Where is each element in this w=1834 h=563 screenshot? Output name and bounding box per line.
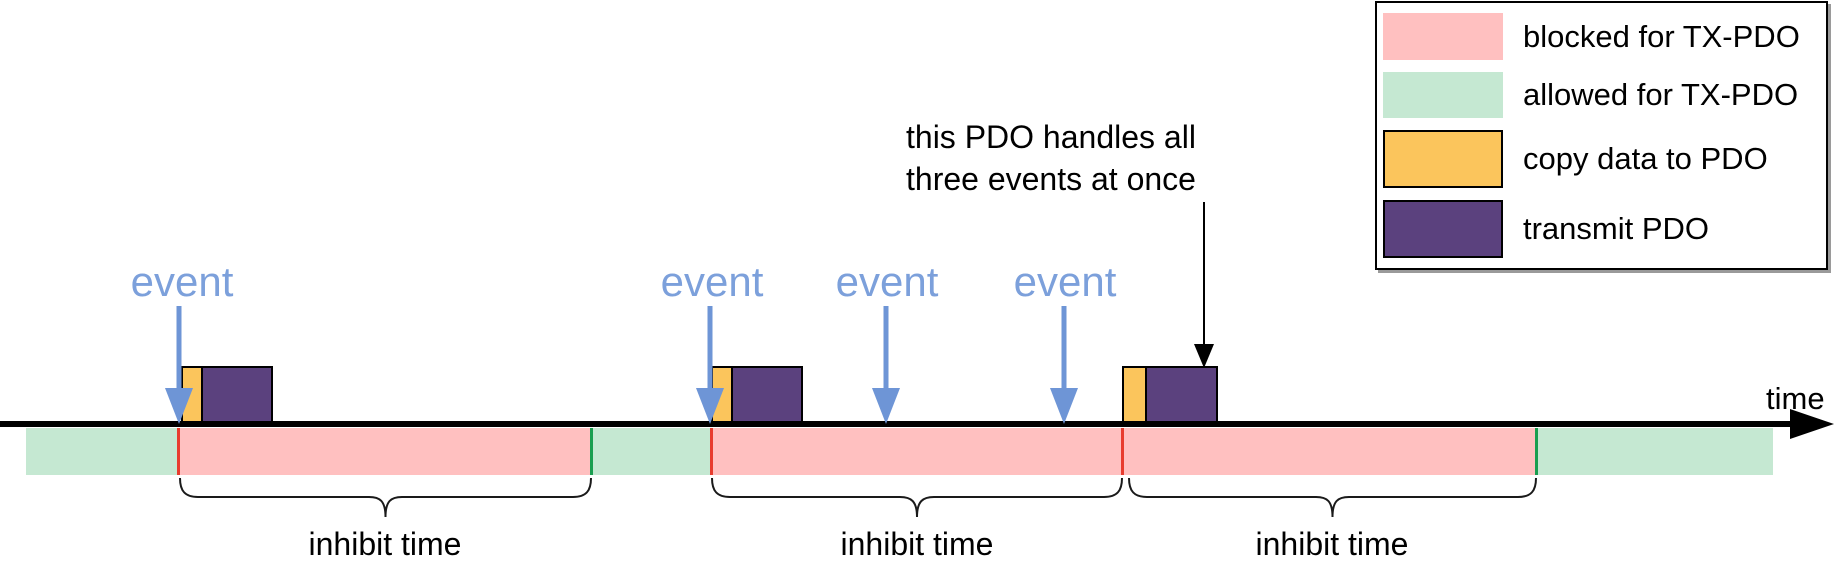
legend-swatch-allowed bbox=[1383, 72, 1503, 118]
event-arrow-head-icon-4 bbox=[1050, 388, 1078, 424]
time-axis-arrowhead-icon bbox=[1790, 409, 1834, 439]
event-label-4: event bbox=[1013, 258, 1117, 305]
legend-swatch-blocked bbox=[1383, 13, 1503, 60]
legend-box: blocked for TX-PDO allowed for TX-PDO co… bbox=[1375, 1, 1828, 270]
annotation-text: this PDO handles all three events at onc… bbox=[906, 116, 1196, 200]
inhibit-brace-3 bbox=[1128, 477, 1537, 518]
transmit-pdo-block-1 bbox=[201, 366, 273, 423]
inhibit-time-label-1: inhibit time bbox=[308, 526, 462, 562]
inhibit-start-separator-3 bbox=[1121, 428, 1124, 475]
event-arrow-head-icon-3 bbox=[872, 388, 900, 424]
legend-row-allowed: allowed for TX-PDO bbox=[1383, 72, 1798, 118]
legend-label-transmit: transmit PDO bbox=[1523, 211, 1710, 246]
event-arrow-stem-2 bbox=[707, 306, 713, 390]
event-arrow-stem-4 bbox=[1061, 306, 1067, 390]
allowed-segment-3 bbox=[1537, 428, 1773, 475]
legend-swatch-copy-data bbox=[1383, 130, 1503, 188]
event-arrow-stem-3 bbox=[883, 306, 889, 390]
inhibit-brace-2 bbox=[711, 477, 1123, 518]
legend-swatch-transmit bbox=[1383, 200, 1503, 258]
legend-label-blocked: blocked for TX-PDO bbox=[1523, 18, 1800, 54]
legend-row-transmit: transmit PDO bbox=[1383, 200, 1709, 258]
inhibit-brace-1 bbox=[179, 477, 592, 518]
copy-data-block-3 bbox=[1122, 366, 1147, 423]
time-axis-label: time bbox=[1766, 381, 1825, 416]
inhibit-start-separator-2 bbox=[710, 428, 713, 475]
allowed-segment-1 bbox=[26, 428, 179, 475]
inhibit-time-label-3: inhibit time bbox=[1255, 526, 1409, 562]
legend-label-allowed: allowed for TX-PDO bbox=[1523, 77, 1799, 112]
event-label-3: event bbox=[835, 258, 939, 305]
annotation-arrow-stem bbox=[1203, 202, 1205, 344]
event-arrow-head-icon-2 bbox=[696, 388, 724, 424]
inhibit-end-separator-3 bbox=[1535, 428, 1538, 475]
inhibit-end-separator-1 bbox=[590, 428, 593, 475]
legend-row-copy-data: copy data to PDO bbox=[1383, 130, 1768, 188]
annotation-arrow-head-icon bbox=[1194, 344, 1214, 368]
inhibit-start-separator-1 bbox=[177, 428, 180, 475]
blocked-segment-1 bbox=[179, 428, 592, 475]
legend-row-blocked: blocked for TX-PDO bbox=[1383, 13, 1800, 60]
blocked-segment-2 bbox=[712, 428, 1537, 475]
transmit-pdo-block-3 bbox=[1145, 366, 1218, 423]
transmit-pdo-block-2 bbox=[731, 366, 803, 423]
annotation-line-2: three events at once bbox=[906, 161, 1196, 197]
annotation-line-1: this PDO handles all bbox=[906, 119, 1196, 155]
inhibit-time-label-2: inhibit time bbox=[840, 526, 994, 562]
event-label-2: event bbox=[660, 258, 764, 305]
allowed-segment-2 bbox=[592, 428, 712, 475]
event-label-1: event bbox=[130, 258, 234, 305]
event-arrow-head-icon-1 bbox=[165, 388, 193, 424]
time-axis-line bbox=[0, 421, 1791, 427]
legend-label-copy-data: copy data to PDO bbox=[1523, 141, 1768, 176]
event-arrow-stem-1 bbox=[176, 306, 182, 390]
